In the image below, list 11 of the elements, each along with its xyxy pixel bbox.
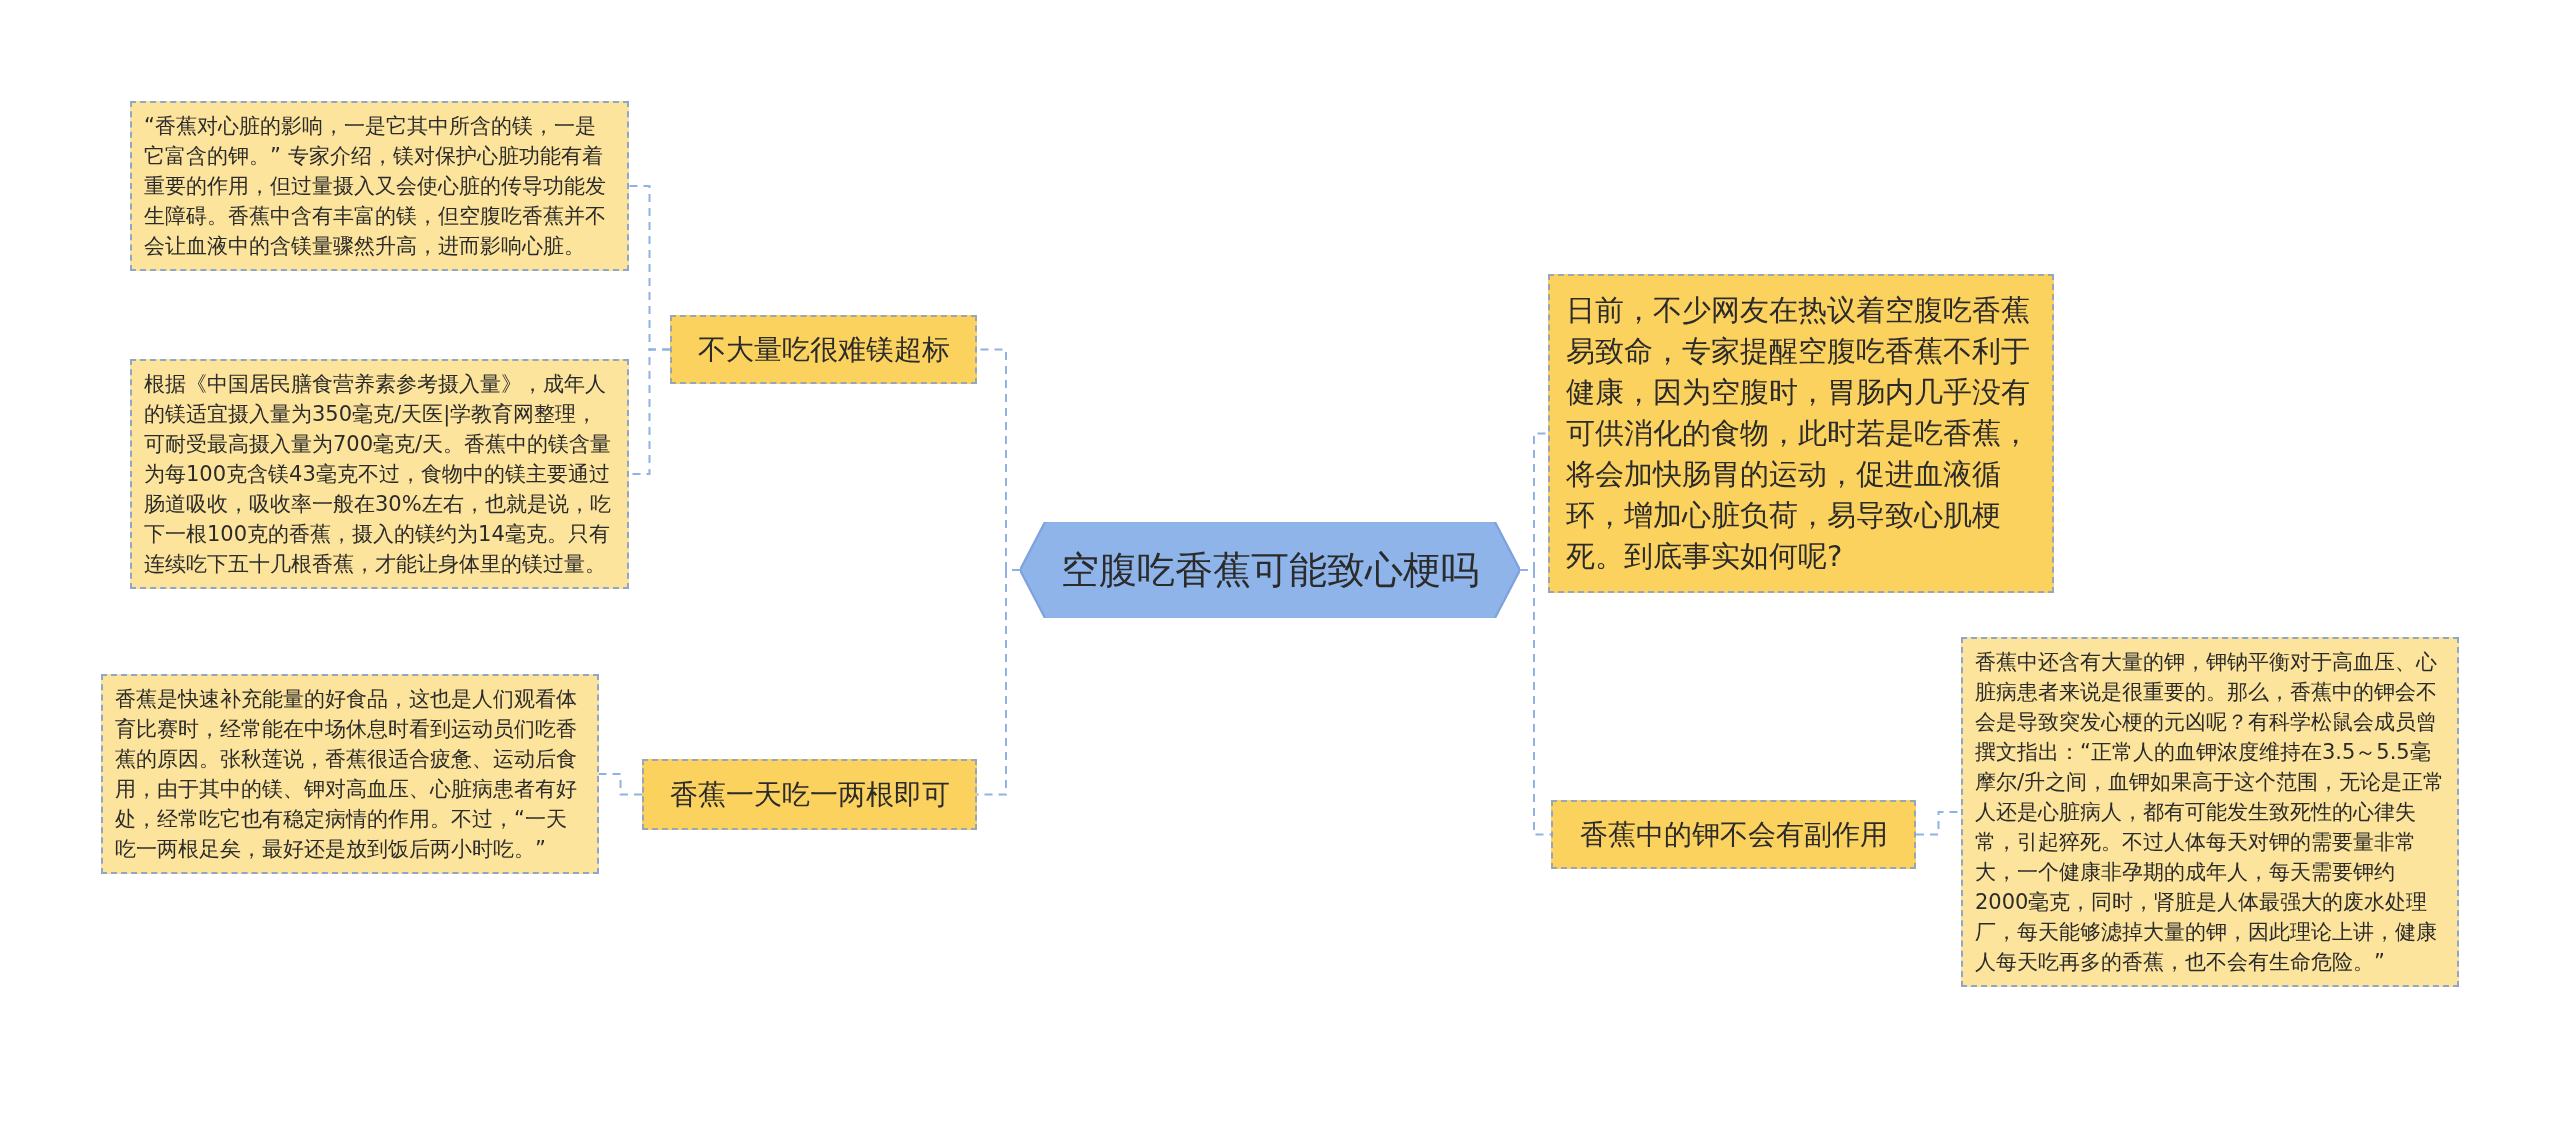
note-box: “香蕉对心脏的影响，一是它其中所含的镁，一是它富含的钾。” 专家介绍，镁对保护心脏功能有着重要的作用，但过量摄入又会使心脏的传导功能发生障碍。香蕉中含有丰富的镁，但空腹吃香蕉并不会让血液中的含镁量骤然升高，进而影响心脏。 [130,101,629,271]
branch-box: 不大量吃很难镁超标 [670,315,977,384]
connector-line [1519,569,1552,836]
connector-line [598,773,643,796]
branch-box: 香蕉中的钾不会有副作用 [1551,800,1916,869]
note-box: 香蕉中还含有大量的钾，钾钠平衡对于高血压、心脏病患者来说是很重要的。那么，香蕉中的钾会不会是导致突发心梗的元凶呢？有科学松鼠会成员曾撰文指出：“正常人的血钾浓度维持在3.5～5.5毫摩尔/升之间，血钾如果高于这个范围，无论是正常人还是心脏病人，都有可能发生致死性的心律失常，引起猝死。不过人体每天对钾的需要量非常大，一个健康非孕期的成年人，每天需要钾约2000毫克，同时，肾脏是人体最强大的废水处理厂，每天能够滤掉大量的钾，因此理论上讲，健康人每天吃再多的香蕉，也不会有生命危险。” [1961,637,2459,987]
note-box: 根据《中国居民膳食营养素参考摄入量》，成年人的镁适宜摄入量为350毫克/天医|学教育网整理，可耐受最高摄入量为700毫克/天。香蕉中的镁含量为每100克含镁43毫克不过，食物中的镁主要通过肠道吸收，吸收率一般在30%左右，也就是说，吃下一根100克的香蕉，摄入的镁约为14毫克。只有连续吃下五十几根香蕉，才能让身体里的镁过量。 [130,359,629,589]
branch-box: 香蕉一天吃一两根即可 [642,759,977,830]
topic-text: 空腹吃香蕉可能致心梗吗 [1061,546,1479,594]
note-box: 日前，不少网友在热议着空腹吃香蕉易致命，专家提醒空腹吃香蕉不利于健康，因为空腹时，胃肠内几乎没有可供消化的食物，此时若是吃香蕉，将会加快肠胃的运动，促进血液循环，增加心脏负荷，易导致心肌梗死。到底事实如何呢? [1548,274,2054,593]
note-box: 香蕉是快速补充能量的好食品，这也是人们观看体育比赛时，经常能在中场休息时看到运动员们吃香蕉的原因。张秋莲说，香蕉很适合疲惫、运动后食用，由于其中的镁、钾对高血压、心脏病患者有好处，经常吃它也有稳定病情的作用。不过，“一天吃一两根足矣，最好还是放到饭后两小时吃。” [101,674,599,874]
